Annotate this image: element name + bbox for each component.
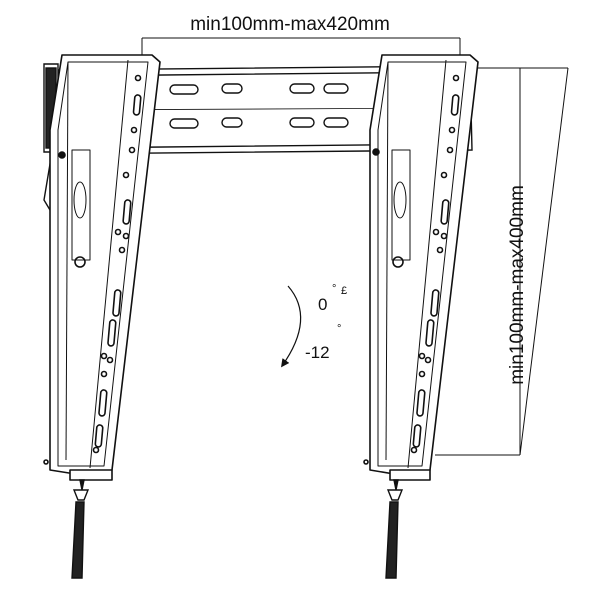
right-arm-hole xyxy=(418,352,426,360)
right-arm-hole xyxy=(432,228,440,236)
rail-slot xyxy=(169,84,199,95)
right-arm-slot xyxy=(425,319,435,347)
right-arm-hole xyxy=(418,370,426,378)
tilt-zero-label: 0 xyxy=(318,295,327,314)
right-arm-slot xyxy=(416,389,426,417)
wall-rail xyxy=(57,65,473,155)
right-arm-hole xyxy=(440,171,448,179)
left-pull-cord xyxy=(71,479,90,579)
rail-slot xyxy=(289,83,315,94)
left-arm-foot xyxy=(69,469,113,481)
right-arm-slot xyxy=(430,289,440,317)
left-arm-inner xyxy=(57,61,149,467)
left-arm-hole xyxy=(134,74,142,82)
right-arm-hole xyxy=(440,232,448,240)
rail-slot xyxy=(169,118,199,129)
right-arm-hole xyxy=(448,126,456,134)
left-arm-hole xyxy=(92,446,100,454)
right-cord-clip xyxy=(386,489,404,501)
right-arm-hole xyxy=(446,146,454,154)
right-arm-hole xyxy=(436,246,444,254)
vertical-dimension-label: min100mm-max400mm xyxy=(507,185,528,385)
left-arm-slot xyxy=(112,289,122,317)
left-arm-hole xyxy=(122,232,130,240)
left-arm-slot xyxy=(122,199,132,225)
left-arm-hole xyxy=(114,228,122,236)
right-arm-bracket xyxy=(391,149,411,261)
left-arm-hole xyxy=(100,352,108,360)
right-cord-knot xyxy=(393,479,399,491)
right-arm-hole xyxy=(424,356,432,364)
left-arm-hole xyxy=(118,246,126,254)
right-arm-hole xyxy=(363,459,369,465)
rail-slot xyxy=(221,117,243,128)
rail-slot xyxy=(289,117,315,128)
right-arm-inner xyxy=(377,61,467,467)
left-arm-slot xyxy=(98,389,108,417)
right-arm-bracket-slot xyxy=(393,181,407,219)
left-arm-hole xyxy=(122,171,130,179)
right-arm-foot xyxy=(389,469,431,481)
left-arm-knob xyxy=(58,151,66,159)
left-cord-knot xyxy=(79,479,85,491)
horizontal-dimension-label: min100mm-max420mm xyxy=(190,14,390,35)
left-arm-slot xyxy=(107,319,117,347)
left-cord-clip xyxy=(72,489,90,501)
right-arm-slot xyxy=(412,424,422,448)
right-arm-hole xyxy=(452,74,460,82)
left-arm-bracket xyxy=(71,149,91,261)
right-arm-pivot xyxy=(392,256,404,268)
right-cord-strap xyxy=(385,501,399,579)
tilt-arrow xyxy=(281,285,302,368)
vertical-dimension-slant xyxy=(519,67,569,456)
left-arm-hole xyxy=(128,146,136,154)
rail-slot xyxy=(323,117,349,128)
rail-slot xyxy=(221,83,243,94)
right-arm xyxy=(363,54,479,481)
left-cord-strap xyxy=(71,501,85,579)
tilt-minus-degree: ° xyxy=(337,323,341,335)
right-pull-cord xyxy=(385,479,404,579)
right-arm-hole xyxy=(410,446,418,454)
rail-slot xyxy=(323,83,349,94)
right-arm-slot xyxy=(450,94,460,116)
left-arm-edge-line xyxy=(65,61,69,461)
left-arm-hole xyxy=(130,126,138,134)
right-arm-knob xyxy=(372,148,380,156)
left-arm-hole xyxy=(43,459,49,465)
left-arm xyxy=(43,54,161,481)
left-arm-hole xyxy=(106,356,114,364)
left-arm-slot xyxy=(94,424,104,448)
right-arm-edge-line xyxy=(385,61,389,461)
tilt-indicator: 0 ° £ ° -12 xyxy=(281,283,347,368)
right-arm-ridge xyxy=(407,59,447,469)
left-arm-pivot xyxy=(74,256,86,268)
left-arm-hole xyxy=(100,370,108,378)
tilt-zero-degree: ° xyxy=(332,283,336,295)
tilt-degree-glyph: £ xyxy=(341,285,347,297)
left-arm-bracket-slot xyxy=(73,181,87,219)
tilt-minus-label: -12 xyxy=(305,343,330,362)
left-arm-slot xyxy=(132,94,142,116)
left-arm-ridge xyxy=(89,59,129,469)
right-arm-slot xyxy=(440,199,450,225)
